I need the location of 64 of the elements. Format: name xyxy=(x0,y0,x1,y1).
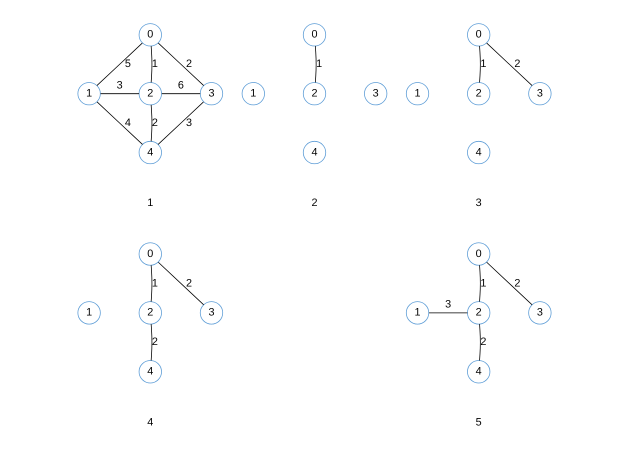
node-circle: 4 xyxy=(467,360,490,384)
connector xyxy=(150,324,152,361)
node-circle: 2 xyxy=(302,82,326,106)
node-circle: 3 xyxy=(200,301,224,324)
node-circle: 1 xyxy=(406,82,430,106)
label: 3 xyxy=(476,197,482,210)
label: 4 xyxy=(147,416,154,428)
edge-label: 5 xyxy=(124,58,131,70)
connector xyxy=(100,93,140,94)
node-circle: 4 xyxy=(302,140,326,164)
edge-label: 2 xyxy=(186,277,192,290)
edge-label: 1 xyxy=(316,58,322,70)
node-circle: 3 xyxy=(528,301,552,324)
node-circle: 1 xyxy=(78,301,101,324)
node-circle: 0 xyxy=(467,242,490,266)
node-circle: 2 xyxy=(467,301,490,324)
label: 2 xyxy=(311,197,318,210)
label: 1 xyxy=(147,197,154,210)
connector xyxy=(314,46,317,83)
edge-label: 1 xyxy=(152,277,158,290)
node-circle: 0 xyxy=(138,23,162,46)
edge-label: 2 xyxy=(186,58,192,70)
edge-label: 4 xyxy=(124,116,131,129)
edge-label: 2 xyxy=(514,277,520,290)
node-circle: 0 xyxy=(302,23,326,46)
connector xyxy=(96,42,143,86)
connector xyxy=(150,46,152,83)
edge-label: 2 xyxy=(480,336,486,348)
connector xyxy=(150,264,152,302)
node-circle: 1 xyxy=(406,301,430,324)
node-circle: 4 xyxy=(138,360,162,384)
connector xyxy=(158,102,204,145)
node-circle: 3 xyxy=(200,82,224,106)
edge-label: 1 xyxy=(480,277,486,290)
node-circle: 4 xyxy=(138,140,162,164)
node-circle: 2 xyxy=(138,301,162,324)
edge-label: 3 xyxy=(186,116,192,129)
label: 5 xyxy=(476,416,482,428)
edge-label: 6 xyxy=(178,79,184,92)
node-circle: 4 xyxy=(467,140,490,164)
edge-label: 1 xyxy=(480,58,486,70)
edge-label: 3 xyxy=(116,79,123,92)
connector xyxy=(150,104,152,142)
edge-label: 3 xyxy=(445,298,452,311)
node-circle: 1 xyxy=(242,82,265,106)
connector xyxy=(479,324,481,361)
node-circle: 2 xyxy=(467,82,490,106)
node-circle: 2 xyxy=(138,82,162,106)
node-circle: 3 xyxy=(528,82,552,106)
connector xyxy=(161,93,201,94)
connector xyxy=(479,46,481,83)
connector xyxy=(486,42,532,86)
connector xyxy=(479,264,481,302)
edge-label: 2 xyxy=(514,58,520,70)
node-circle: 0 xyxy=(138,242,162,266)
connector xyxy=(96,102,143,145)
node-circle: 0 xyxy=(467,23,490,46)
connector xyxy=(428,312,468,314)
connector xyxy=(158,42,204,86)
edge-label: 1 xyxy=(152,58,158,70)
connector xyxy=(158,262,204,306)
node-circle: 1 xyxy=(78,82,101,106)
node-circle: 3 xyxy=(364,82,388,106)
connector xyxy=(486,262,532,306)
